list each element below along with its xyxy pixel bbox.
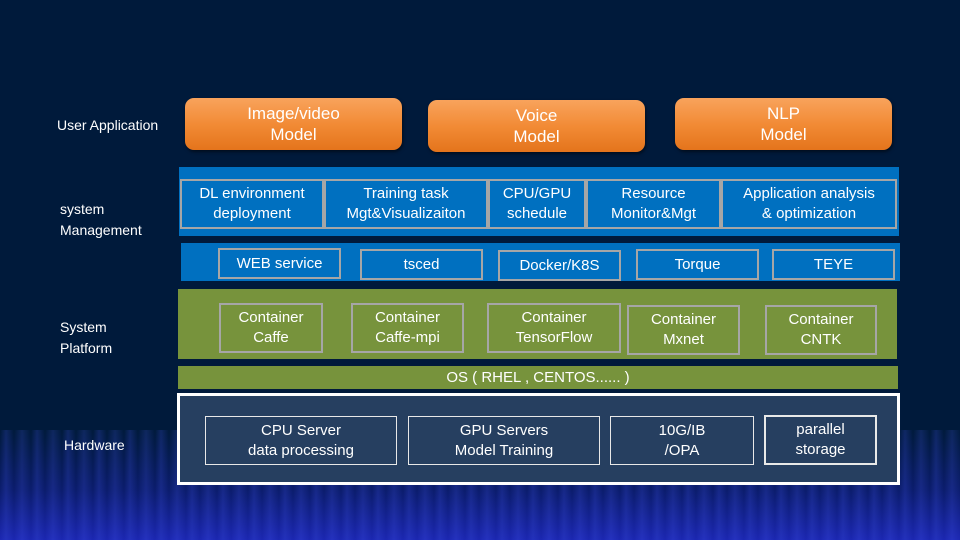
sm-cpu-gpu-schedule: CPU/GPU schedule <box>488 179 586 229</box>
user-app-voice-model: Voice Model <box>428 100 645 152</box>
user-app-image-video-model: Image/video Model <box>185 98 402 150</box>
label-system-platform: System Platform <box>60 319 113 356</box>
label-system-management: system Management <box>60 201 142 238</box>
container-caffe-mpi: Container Caffe-mpi <box>351 303 464 353</box>
label-hardware: Hardware <box>64 437 125 453</box>
hw-network: 10G/IB /OPA <box>610 416 754 465</box>
service-tsced: tsced <box>360 249 483 280</box>
container-cntk: Container CNTK <box>765 305 877 355</box>
system-platform-band <box>178 289 897 359</box>
container-mxnet: Container Mxnet <box>627 305 740 355</box>
system-management-band <box>179 167 899 236</box>
hw-cpu-server: CPU Server data processing <box>205 416 397 465</box>
container-caffe: Container Caffe <box>219 303 323 353</box>
sm-dl-environment-deployment: DL environment deployment <box>180 179 324 229</box>
service-docker-k8s: Docker/K8S <box>498 250 621 281</box>
service-web: WEB service <box>218 248 341 279</box>
hardware-band <box>177 393 900 485</box>
label-user-application: User Application <box>57 117 159 133</box>
service-teye: TEYE <box>772 249 895 280</box>
os-band: OS ( RHEL , CENTOS...... ) <box>178 366 898 389</box>
sm-application-analysis: Application analysis & optimization <box>721 179 897 229</box>
container-tensorflow: Container TensorFlow <box>487 303 621 353</box>
sm-training-task-mgt: Training task Mgt&Visualizaiton <box>324 179 488 229</box>
hw-gpu-servers: GPU Servers Model Training <box>408 416 600 465</box>
service-torque: Torque <box>636 249 759 280</box>
sm-resource-monitor: Resource Monitor&Mgt <box>586 179 721 229</box>
hw-parallel-storage: parallel storage <box>764 415 877 465</box>
user-app-nlp-model: NLP Model <box>675 98 892 150</box>
